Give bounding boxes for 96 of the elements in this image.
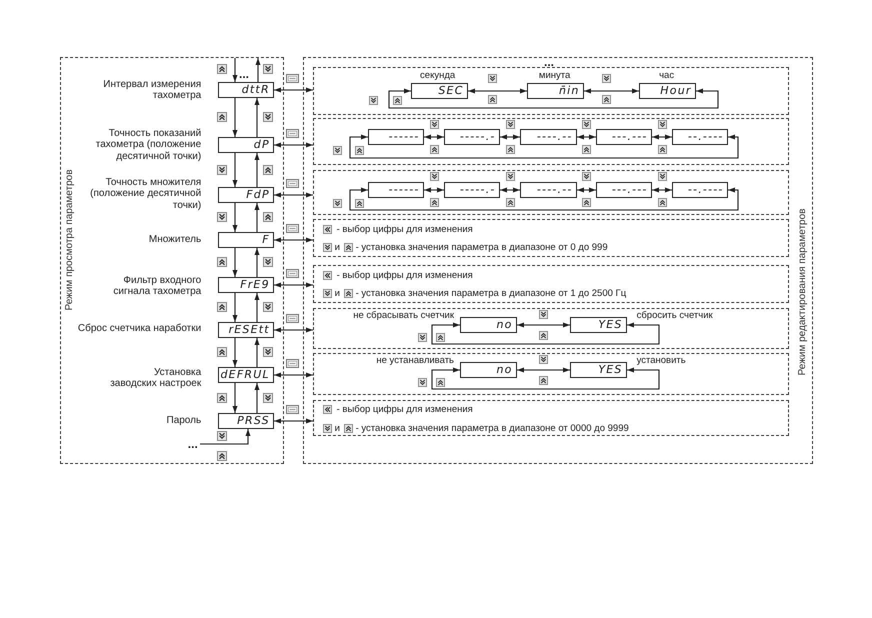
instruction-text: - установка значения параметра в диапазоне от 0000 до 9999 — [356, 422, 629, 434]
arrow — [274, 418, 313, 424]
arrow — [431, 322, 660, 345]
segment-display: no — [460, 362, 517, 378]
segment-display: F — [218, 232, 274, 248]
parameter-label: Интервал измерения тахометра — [102, 78, 202, 102]
instruction-text: и — [334, 288, 340, 299]
arrow — [254, 383, 260, 413]
arrow — [468, 88, 527, 94]
segment-display: FdP — [218, 186, 274, 203]
segment-display: ------ — [368, 182, 424, 198]
arrow — [254, 248, 260, 277]
segment-display: FrE9 — [218, 276, 274, 293]
segment-display: rESEtt — [218, 322, 274, 338]
arrow — [254, 203, 260, 232]
arrow — [200, 429, 250, 445]
segment-display: ----.-- — [520, 182, 577, 198]
parameter-label: Сброс счетчика наработки — [78, 322, 202, 334]
instruction-text: - выбор цифры для изменения — [336, 270, 473, 281]
arrow — [232, 203, 238, 232]
arrow — [349, 188, 739, 211]
arrow — [274, 238, 313, 242]
segment-display: YES — [570, 316, 627, 333]
segment-display: n̄in — [526, 82, 584, 99]
parameter-label: Точность множителя (положение десятичной точки) — [89, 176, 202, 212]
instruction-text: и — [334, 422, 340, 434]
segment-display: ---.--- — [596, 128, 652, 145]
ellipsis-text: ... — [544, 58, 554, 66]
arrow — [388, 88, 719, 109]
option-label: сбросить счетчик — [636, 310, 713, 321]
instruction-text: и — [334, 242, 340, 253]
option-label: минута — [538, 70, 570, 81]
arrow — [652, 188, 672, 192]
segment-display: PRSS — [218, 412, 274, 429]
arrow — [274, 142, 313, 148]
arrow — [232, 153, 238, 187]
arrow — [274, 192, 313, 198]
segment-display: ---.--- — [596, 182, 652, 198]
arrow — [431, 368, 660, 390]
arrow — [500, 188, 520, 192]
segment-display: no — [460, 316, 517, 333]
panel-title: Режим редактирования параметров — [796, 208, 809, 376]
arrow — [232, 383, 238, 413]
parameter-label: Установка заводских настроек — [109, 366, 202, 390]
option-label: секунда — [420, 70, 456, 81]
arrow — [274, 328, 313, 332]
parameter-label: Точность показаний тахометра (положение десятичной точки) — [94, 128, 202, 162]
arrow — [500, 134, 520, 140]
arrow — [254, 338, 260, 367]
arrow — [274, 372, 313, 378]
option-label: не устанавливать — [376, 354, 454, 366]
option-label: не сбрасывать счетчик — [353, 310, 454, 321]
option-label: установить — [636, 354, 686, 366]
ellipsis-text: ... — [188, 440, 198, 448]
option-label: час — [659, 70, 674, 81]
segment-display: dttR — [218, 82, 274, 98]
segment-display: Hour — [638, 82, 696, 99]
arrow — [584, 88, 639, 94]
arrow — [424, 188, 444, 192]
arrow — [254, 153, 260, 187]
parameter-label: Фильтр входного сигнала тахометра — [112, 274, 202, 298]
arrow — [274, 282, 313, 288]
segment-display: dP — [218, 136, 274, 153]
segment-display: -----.- — [444, 182, 500, 198]
arrow — [274, 88, 313, 92]
instruction-text: - выбор цифры для изменения — [336, 404, 473, 415]
arrow — [517, 368, 570, 372]
segment-display: dEFRUL — [218, 366, 274, 383]
arrow — [256, 58, 260, 82]
arrow — [232, 98, 238, 137]
segment-display: -----.- — [444, 128, 500, 145]
segment-display: --.---- — [672, 128, 728, 145]
arrow — [652, 134, 672, 140]
arrow — [254, 98, 260, 137]
parameter-label: Множитель — [148, 234, 202, 246]
segment-display: --.---- — [672, 182, 728, 198]
instruction-text: - выбор цифры для изменения — [336, 224, 473, 235]
segment-display: ------ — [368, 128, 424, 145]
instruction-text: - установка значения параметра в диапазоне от 1 до 2500 Гц — [356, 288, 626, 299]
arrow — [232, 293, 238, 322]
arrow — [424, 134, 444, 140]
arrow — [577, 134, 596, 140]
arrow — [232, 338, 238, 367]
arrow — [577, 188, 596, 192]
segment-display: YES — [570, 362, 627, 378]
segment-display: SEC — [410, 82, 468, 99]
panel-title: Режим просмотра параметров — [64, 169, 76, 310]
arrow — [517, 322, 570, 328]
instruction-text: - установка значения параметра в диапазоне от 0 до 999 — [356, 242, 608, 253]
arrow — [254, 293, 260, 322]
arrow — [232, 58, 238, 82]
arrow — [232, 248, 238, 277]
parameter-label: Пароль — [166, 414, 202, 426]
segment-display: ----.-- — [520, 128, 577, 145]
ellipsis-text: ... — [239, 70, 250, 78]
arrow — [349, 134, 739, 159]
